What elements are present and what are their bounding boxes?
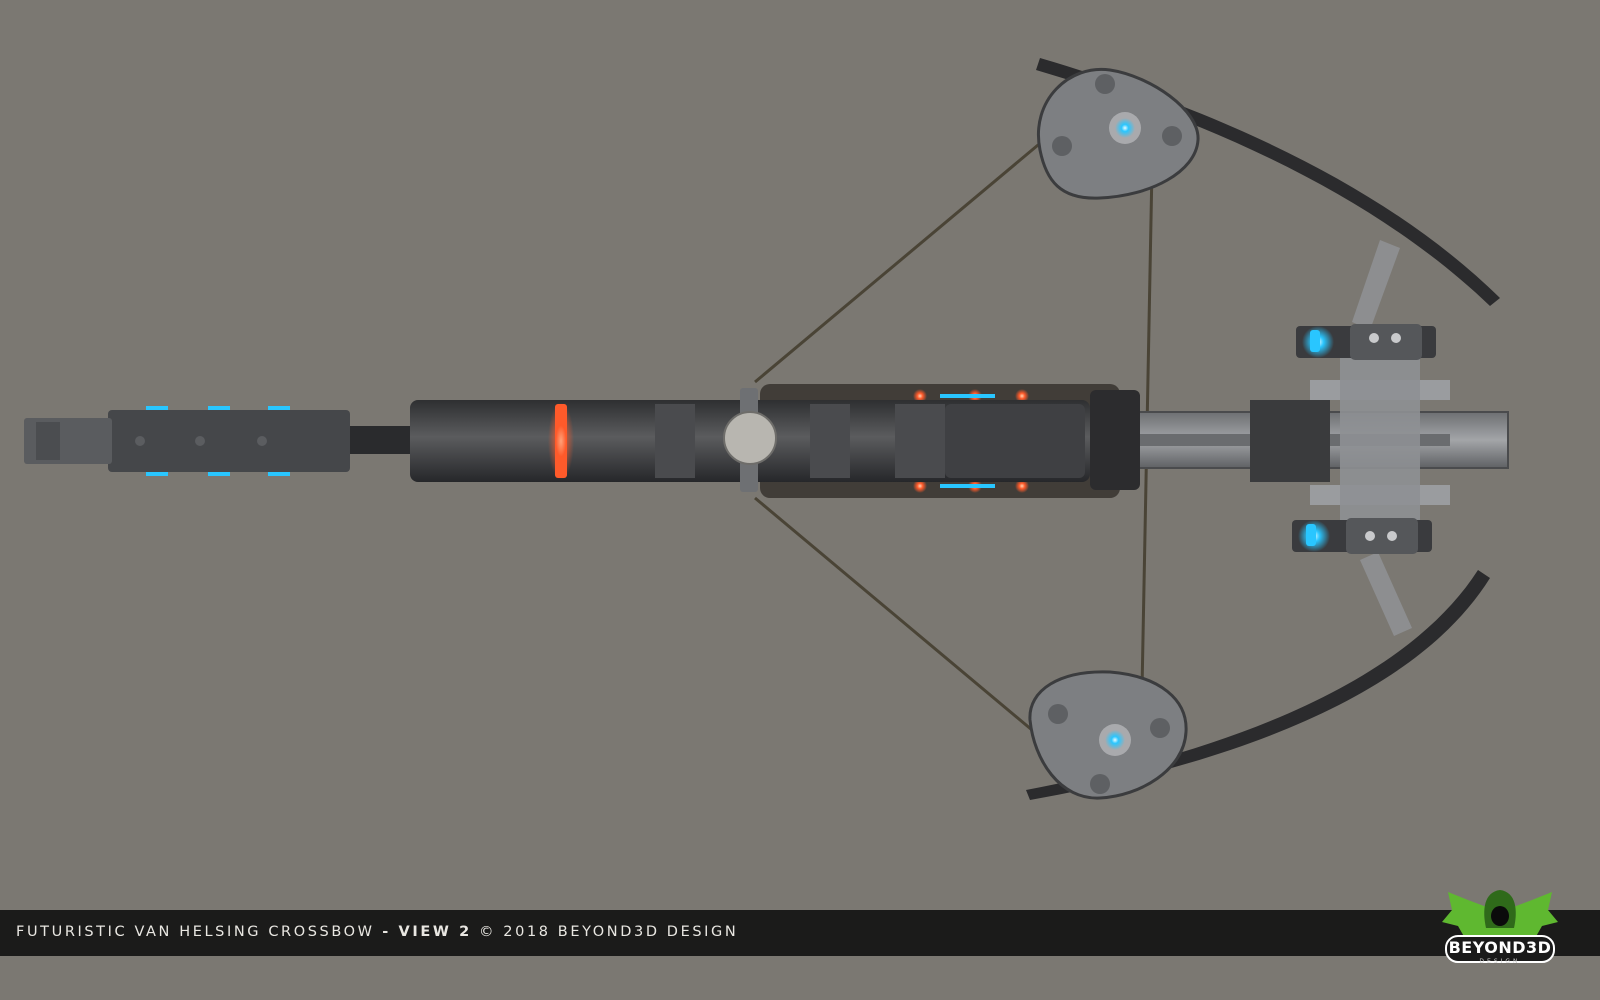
limb-brace-lower (1360, 552, 1412, 636)
rear-emitter-lower (1292, 518, 1432, 554)
logo-text: BEYOND3D (1448, 938, 1552, 957)
bat-wing-left (1442, 892, 1500, 940)
main-barrel (410, 388, 1090, 492)
limb-brace-upper (1352, 240, 1400, 330)
caption-bar (0, 910, 1600, 956)
caption-copyright: © 2018 BEYOND3D DESIGN (471, 924, 739, 940)
stock-butt (24, 418, 112, 464)
pulley-upper (1037, 67, 1200, 200)
stock-block (108, 406, 350, 476)
rear-rail (350, 426, 410, 454)
logo-tagline: DESIGN (1479, 958, 1521, 965)
pulley-lower (1028, 670, 1188, 800)
caption: FUTURISTIC VAN HELSING CROSSBOW - VIEW 2… (16, 924, 738, 940)
caption-title: FUTURISTIC VAN HELSING CROSSBOW (16, 924, 375, 940)
caption-separator: - (374, 924, 399, 940)
rear-frame (1099, 350, 1509, 530)
bat-wing-right (1500, 892, 1558, 940)
rear-emitter-upper (1296, 324, 1436, 360)
beyond3d-logo (1442, 890, 1558, 963)
caption-view: VIEW 2 (398, 924, 472, 940)
